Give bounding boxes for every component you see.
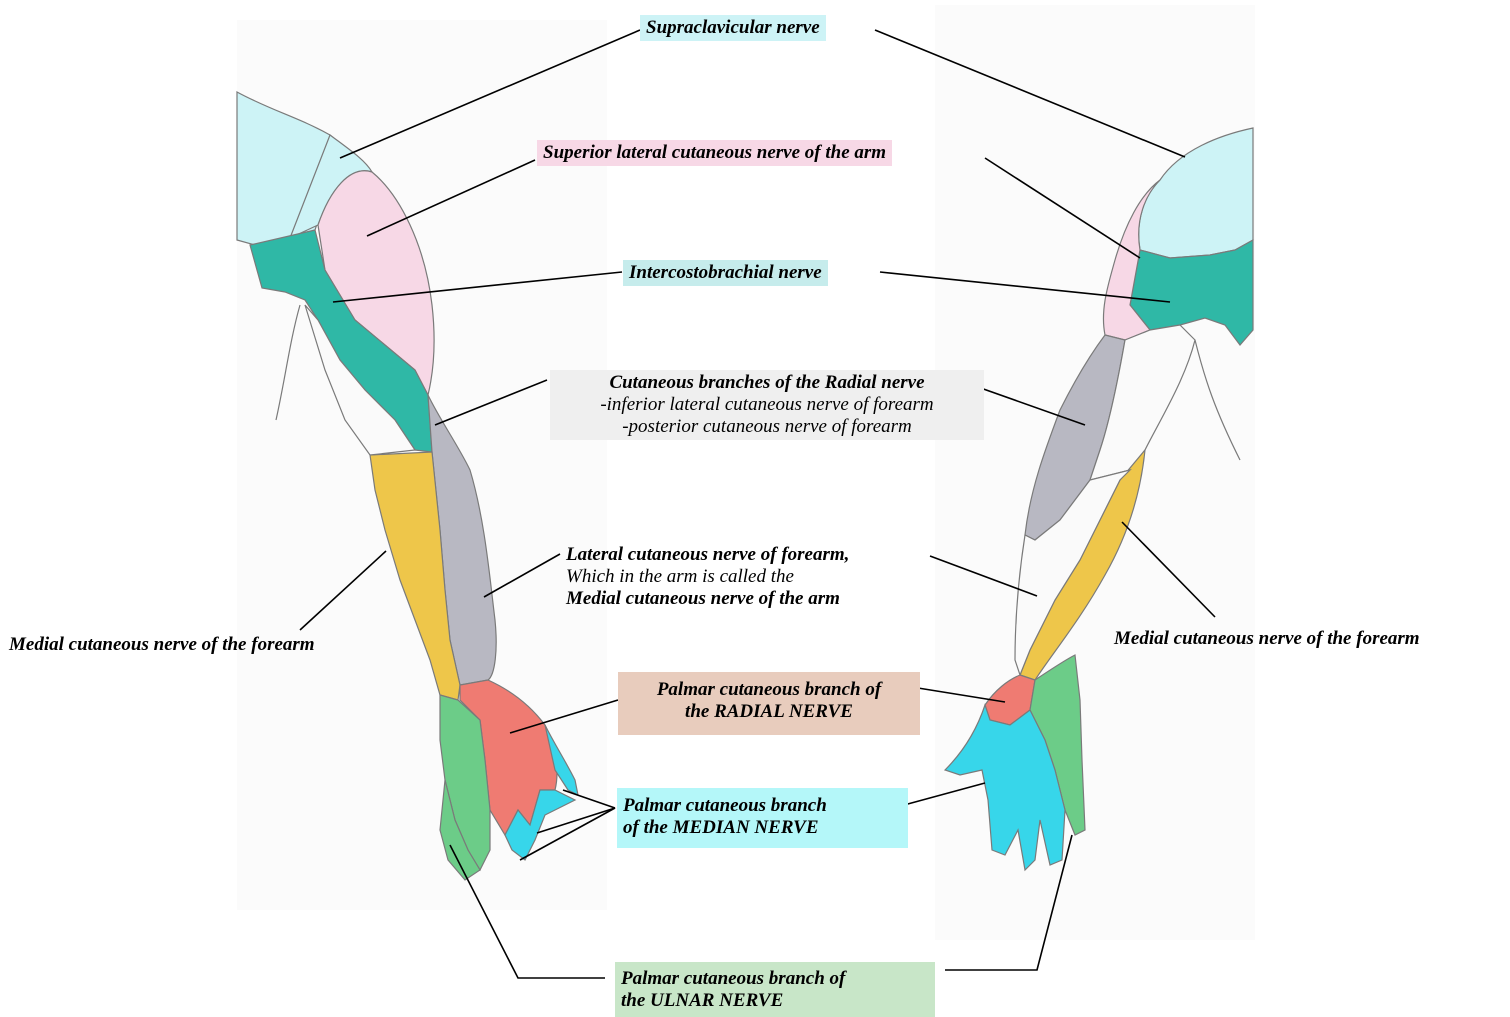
label-superior-lateral-text: Superior lateral cutaneous nerve of the … [543,142,886,163]
label-lateral-forearm-line1: Which in the arm is called the [566,566,849,588]
label-lateral-forearm: Lateral cutaneous nerve of forearm, Whic… [566,544,849,610]
label-lateral-forearm-line2: Medial cutaneous nerve of the arm [566,588,840,609]
label-radial-cutaneous-line2: -posterior cutaneous nerve of forearm [556,416,978,438]
label-palmar-ulnar-line1: Palmar cutaneous branch of [621,968,845,989]
label-palmar-ulnar: Palmar cutaneous branch of the ULNAR NER… [615,962,935,1017]
label-lateral-forearm-title: Lateral cutaneous nerve of forearm, [566,544,849,565]
label-medial-forearm-right: Medial cutaneous nerve of the forearm [1114,628,1420,650]
label-supraclavicular: Supraclavicular nerve [640,15,826,41]
label-radial-cutaneous-line1: -inferior lateral cutaneous nerve of for… [556,394,978,416]
label-medial-forearm-left-text: Medial cutaneous nerve of the forearm [9,634,315,655]
label-palmar-ulnar-line2: the ULNAR NERVE [621,990,783,1011]
label-supraclavicular-text: Supraclavicular nerve [646,17,820,38]
label-superior-lateral: Superior lateral cutaneous nerve of the … [537,140,892,166]
label-intercostobrachial: Intercostobrachial nerve [623,260,828,286]
label-radial-cutaneous-title: Cutaneous branches of the Radial nerve [609,372,924,393]
label-palmar-radial-line1: Palmar cutaneous branch of [657,679,881,700]
label-intercostobrachial-text: Intercostobrachial nerve [629,262,822,283]
label-palmar-median-line2: of the MEDIAN NERVE [623,817,819,838]
label-palmar-radial: Palmar cutaneous branch of the RADIAL NE… [618,672,920,735]
label-radial-cutaneous: Cutaneous branches of the Radial nerve -… [550,370,984,440]
label-medial-forearm-left: Medial cutaneous nerve of the forearm [9,634,315,656]
label-palmar-median-line1: Palmar cutaneous branch [623,795,827,816]
label-medial-forearm-right-text: Medial cutaneous nerve of the forearm [1114,628,1420,649]
label-palmar-radial-line2: the RADIAL NERVE [685,701,853,722]
label-palmar-median: Palmar cutaneous branch of the MEDIAN NE… [617,788,908,848]
